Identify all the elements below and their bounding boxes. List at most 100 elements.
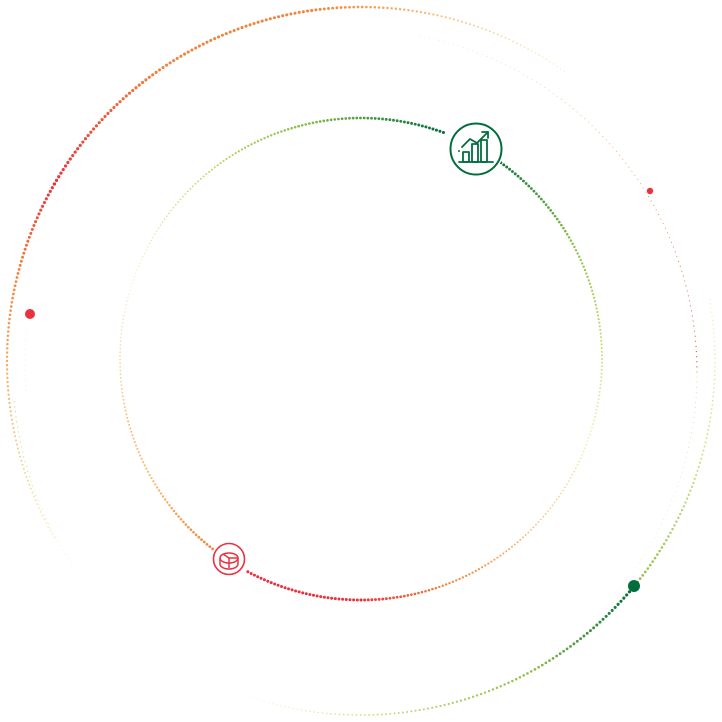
ring-dot (714, 349, 716, 351)
ring-dot (458, 577, 461, 581)
ring-dot (14, 435, 17, 438)
ring-dot (205, 542, 209, 546)
ring-dot (143, 464, 146, 467)
ring-dot (592, 293, 595, 296)
ring-dot (467, 48, 469, 50)
ring-dot (537, 521, 540, 523)
ring-dot (622, 596, 626, 600)
ring-dot (297, 10, 301, 14)
ring-dot (359, 598, 363, 602)
ring-dot (703, 445, 706, 448)
ring-dot (634, 174, 636, 176)
ring-dot (219, 162, 222, 165)
ring-dot (678, 481, 680, 483)
ring-dot (696, 381, 698, 383)
ring-dot (22, 467, 25, 470)
ring-dot (706, 433, 709, 436)
ring-dot (33, 490, 35, 492)
ring-dot (607, 611, 611, 615)
ring-dot (51, 533, 54, 536)
ring-dot (640, 183, 642, 185)
ring-dot (431, 587, 434, 591)
ring-dot (662, 223, 664, 225)
ring-dot (200, 538, 203, 542)
ring-dot (438, 40, 440, 41)
outer-ring (5, 5, 716, 716)
ring-dot (47, 522, 49, 524)
ring-dot (671, 500, 673, 502)
ring-dot (522, 536, 524, 539)
ring-dot (676, 486, 678, 488)
ring-dot (201, 42, 205, 46)
ring-dot (374, 598, 377, 602)
ring-dot (493, 558, 496, 561)
ring-dot (39, 208, 43, 212)
ring-dot (385, 713, 388, 716)
ring-dot (524, 182, 528, 185)
pie-chart-icon[interactable] (211, 541, 247, 577)
ring-dot (682, 275, 684, 277)
ring-dot (25, 389, 27, 391)
ring-dot (579, 258, 582, 262)
ring-dot (197, 44, 201, 48)
ring-dot (240, 148, 244, 151)
ring-dot (24, 359, 26, 361)
ring-dot (477, 52, 479, 54)
ring-dot (8, 313, 12, 317)
ring-dot (120, 387, 123, 390)
growth-chart-icon[interactable] (448, 121, 504, 177)
ring-dot (280, 705, 282, 707)
ring-dot (691, 315, 693, 317)
ring-dot (663, 518, 665, 520)
ring-dot (660, 523, 662, 525)
ring-dot (73, 150, 77, 154)
ring-dot (682, 505, 685, 508)
ring-dot (667, 535, 670, 538)
ring-dot (464, 574, 468, 577)
ring-dot (148, 242, 151, 245)
ring-dot (202, 175, 205, 178)
ring-dot (103, 114, 107, 119)
ring-dot (163, 218, 166, 220)
ring-dot (135, 272, 137, 274)
ring-dot (130, 286, 132, 288)
ring-dot (658, 213, 660, 215)
ring-dot (142, 255, 144, 258)
ring-dot (243, 694, 245, 696)
ring-dot (468, 573, 471, 576)
ring-dot (662, 542, 666, 546)
ring-dot (500, 35, 503, 37)
ring-dot (495, 60, 497, 62)
ring-dot (19, 455, 22, 458)
ring-dot (124, 307, 127, 310)
ring-dot (600, 347, 603, 350)
ring-dot (695, 473, 698, 476)
ring-dot (527, 184, 531, 188)
ring-dot (576, 252, 579, 255)
ring-dot (447, 702, 450, 706)
ring-dot (172, 509, 176, 513)
ring-dot (112, 105, 116, 110)
ring-dot (168, 504, 171, 507)
ring-dot (30, 227, 34, 231)
ring-dot (574, 248, 578, 252)
ring-dot (696, 361, 698, 363)
ring-dot (388, 596, 392, 600)
ring-dot (569, 644, 572, 648)
ring-dot (352, 5, 356, 9)
ring-dot (474, 569, 477, 573)
ring-dot (573, 470, 575, 473)
ring-dot (224, 32, 228, 36)
ring-dot (413, 122, 417, 126)
ring-dot (713, 340, 716, 343)
ring-dot (359, 714, 362, 716)
ring-dot (137, 265, 140, 268)
ring-dot (256, 575, 260, 579)
ring-dot (24, 471, 27, 474)
ring-dot (133, 441, 136, 444)
ring-dot (460, 20, 463, 23)
ring-dot (5, 355, 9, 359)
ring-dot (179, 517, 183, 521)
ring-dot (626, 579, 627, 581)
ring-dot (571, 473, 574, 476)
